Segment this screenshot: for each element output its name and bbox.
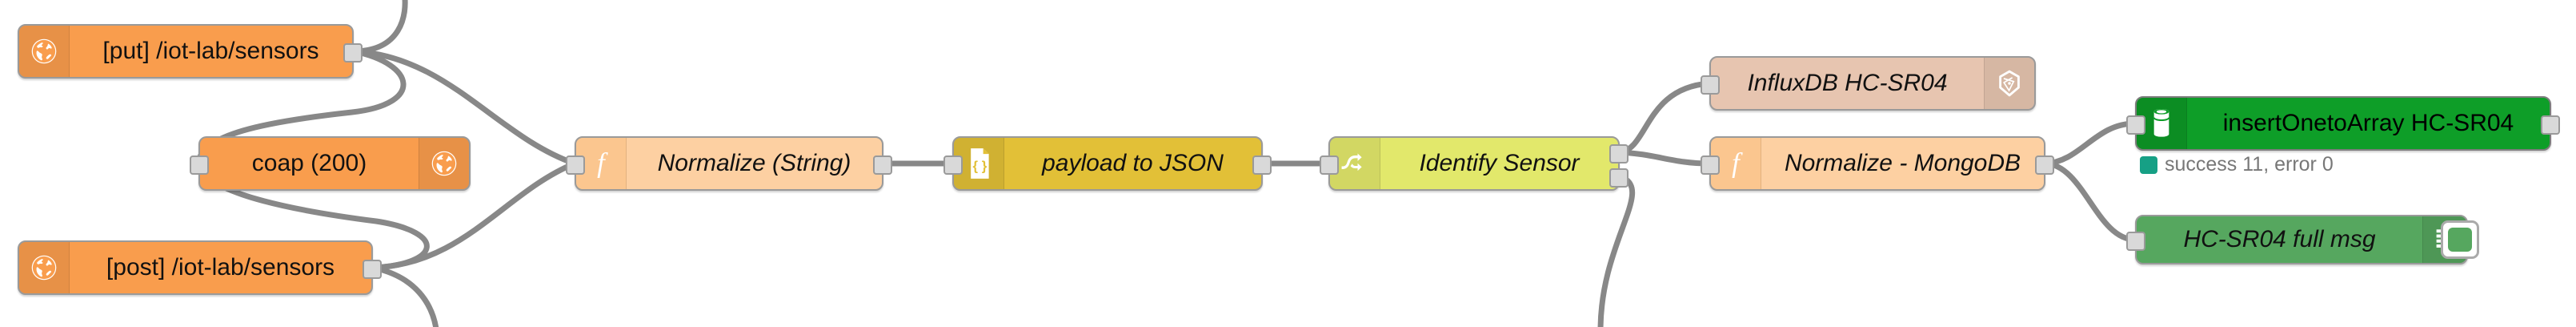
status-badge: [2140, 155, 2157, 174]
node-coap-in-post[interactable]: [post] /iot-lab/sensors: [18, 240, 382, 295]
input-port[interactable]: [2126, 232, 2145, 251]
input-port[interactable]: [566, 155, 585, 175]
node-label: [put] /iot-lab/sensors: [102, 38, 319, 64]
node-body: insertOnetoArray HC-SR04: [2187, 98, 2550, 149]
node-body: Normalize - MongoDB: [1761, 138, 2044, 189]
function-f-icon: f: [576, 138, 627, 189]
database-cylinder-icon: [2137, 98, 2187, 149]
node-label: Normalize - MongoDB: [1784, 150, 2021, 176]
node-mongodb-insertonetoarray[interactable]: insertOnetoArray HC-SR04 success 11, err…: [2126, 96, 2560, 176]
json-braces-icon: { }: [954, 138, 1004, 189]
node-function-normalize-mongodb[interactable]: f Normalize - MongoDB: [1701, 136, 2054, 191]
input-port[interactable]: [2126, 115, 2145, 135]
globe-icon: [19, 26, 70, 77]
node-json-payload-to-json[interactable]: { } payload to JSON: [943, 136, 1272, 191]
svg-text:f: f: [597, 148, 608, 179]
globe-icon: [419, 138, 469, 189]
node-body: HC-SR04 full msg: [2137, 216, 2422, 263]
input-port[interactable]: [943, 155, 963, 175]
input-port[interactable]: [1701, 155, 1720, 175]
node-body: coap (200): [200, 138, 419, 189]
node-label: insertOnetoArray HC-SR04: [2222, 110, 2514, 136]
debug-toggle-button[interactable]: [2441, 220, 2479, 259]
node-status: success 11, error 0: [2140, 153, 2334, 176]
node-label: payload to JSON: [1042, 150, 1224, 176]
output-port[interactable]: [2541, 115, 2560, 135]
output-port-2[interactable]: [1609, 168, 1629, 188]
svg-text:f: f: [1732, 148, 1743, 179]
output-port[interactable]: [1252, 155, 1272, 175]
globe-icon: [19, 242, 70, 293]
output-port[interactable]: [363, 260, 382, 279]
output-port-1[interactable]: [1609, 144, 1629, 164]
output-port[interactable]: [873, 155, 892, 175]
node-coap-in-put[interactable]: [put] /iot-lab/sensors: [18, 24, 363, 79]
wire-post-to-offscreen-bottom: [370, 264, 439, 327]
output-port[interactable]: [2035, 155, 2054, 175]
wire-switch-out2-to-offscreen: [1597, 173, 1636, 327]
influxdb-icon: [1984, 58, 2034, 109]
node-body: InfluxDB HC-SR04: [1711, 58, 1984, 109]
wire-switch-to-normalize-mongodb: [1617, 149, 1713, 167]
node-coap-response-200[interactable]: coap (200): [190, 136, 471, 191]
node-label: [post] /iot-lab/sensors: [106, 254, 335, 281]
node-switch-identify-sensor[interactable]: Identify Sensor: [1320, 136, 1629, 191]
input-port[interactable]: [190, 155, 209, 175]
node-function-normalize-string[interactable]: f Normalize (String): [566, 136, 892, 191]
node-body: Normalize (String): [627, 138, 882, 189]
node-label: Normalize (String): [657, 150, 851, 176]
wire-switch-to-influxdb: [1617, 80, 1713, 155]
svg-text:{ }: { }: [973, 158, 988, 173]
node-label: InfluxDB HC-SR04: [1747, 70, 1948, 96]
node-label: Identify Sensor: [1419, 150, 1580, 176]
node-body: [put] /iot-lab/sensors: [70, 26, 352, 77]
node-debug-hcsr04-full-msg[interactable]: HC-SR04 full msg: [2126, 215, 2479, 264]
node-label: coap (200): [251, 150, 367, 176]
status-text: success 11, error 0: [2165, 153, 2334, 176]
output-port[interactable]: [343, 43, 363, 63]
wire-normalize-mongodb-to-debug: [2042, 160, 2138, 243]
node-body: payload to JSON: [1004, 138, 1261, 189]
wire-normalize-mongodb-to-mongodb: [2042, 120, 2138, 167]
node-influxdb-hcsr04[interactable]: InfluxDB HC-SR04: [1701, 56, 2036, 111]
input-port[interactable]: [1701, 75, 1720, 95]
node-label: HC-SR04 full msg: [2183, 226, 2376, 252]
input-port[interactable]: [1320, 155, 1339, 175]
node-body: [post] /iot-lab/sensors: [70, 242, 371, 293]
node-body: Identify Sensor: [1380, 138, 1618, 189]
